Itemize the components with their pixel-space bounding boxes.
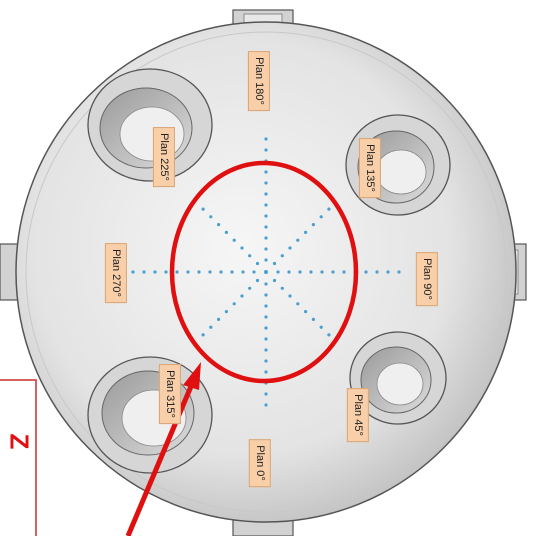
measurement-point: [264, 225, 268, 229]
measurement-point: [264, 304, 268, 308]
measurement-point: [264, 258, 268, 262]
measurement-point: [230, 270, 234, 274]
measurement-point: [327, 333, 331, 337]
measurement-point: [272, 278, 277, 283]
port-45: [349, 331, 447, 425]
measurement-point: [252, 270, 256, 274]
label-plan-315: Plan 315°: [158, 364, 181, 424]
measurement-point: [131, 270, 135, 274]
measurement-point: [240, 246, 244, 250]
measurement-point: [397, 270, 401, 274]
measurement-point: [255, 261, 260, 266]
measurement-point: [304, 230, 308, 234]
measurement-point: [342, 270, 346, 274]
measurement-point: [311, 223, 315, 227]
measurement-points: [131, 137, 401, 407]
measurement-point: [217, 317, 221, 321]
measurement-point: [386, 270, 390, 274]
callout-text: Z: [4, 433, 35, 450]
measurement-point: [296, 238, 300, 242]
measurement-point: [288, 294, 292, 298]
measurement-point: [186, 270, 190, 274]
measurement-point: [248, 286, 252, 290]
measurement-point: [331, 270, 335, 274]
center-point: [264, 270, 268, 274]
measurement-point: [311, 317, 315, 321]
measurement-point: [264, 392, 268, 396]
measurement-point: [217, 223, 221, 227]
measurement-point: [287, 270, 291, 274]
measurement-point: [298, 270, 302, 274]
measurement-point: [264, 247, 268, 251]
measurement-point: [209, 215, 213, 219]
measurement-point: [327, 207, 331, 211]
measurement-point: [240, 294, 244, 298]
dome-inner-rim: [25, 31, 507, 513]
measurement-point: [309, 270, 313, 274]
measurement-point: [142, 270, 146, 274]
measurement-point: [153, 270, 157, 274]
label-plan-90: Plan 90°: [415, 252, 438, 306]
callout-arrow: [125, 362, 201, 537]
highlight-ellipse: [169, 160, 359, 384]
measurement-point: [264, 203, 268, 207]
measurement-point: [304, 310, 308, 314]
measurement-point: [264, 181, 268, 185]
measurement-point: [280, 286, 284, 290]
measurement-point: [197, 270, 201, 274]
measurement-point: [288, 246, 292, 250]
measurement-point: [264, 359, 268, 363]
measurement-point: [219, 270, 223, 274]
measurement-point: [264, 148, 268, 152]
label-plan-225: Plan 225°: [152, 127, 175, 187]
label-plan-0: Plan 0°: [248, 439, 271, 487]
label-plan-135: Plan 135°: [358, 138, 381, 198]
measurement-point: [364, 270, 368, 274]
measurement-point: [248, 254, 252, 258]
measurement-point: [264, 137, 268, 141]
label-plan-45: Plan 45°: [346, 388, 369, 442]
measurement-point: [296, 302, 300, 306]
measurement-point: [232, 238, 236, 242]
measurement-point: [201, 333, 205, 337]
measurement-point: [320, 270, 324, 274]
measurement-point: [255, 278, 260, 283]
measurement-point: [264, 192, 268, 196]
measurement-point: [319, 325, 323, 329]
label-plan-180: Plan 180°: [247, 51, 270, 111]
measurement-point: [175, 270, 179, 274]
measurement-point: [272, 261, 277, 266]
measurement-point: [264, 282, 268, 286]
measurement-point: [201, 207, 205, 211]
measurement-point: [264, 326, 268, 330]
measurement-point: [264, 403, 268, 407]
port-225: [87, 68, 213, 182]
measurement-point: [241, 270, 245, 274]
measurement-point: [276, 270, 280, 274]
measurement-point: [375, 270, 379, 274]
measurement-point: [264, 370, 268, 374]
measurement-point: [164, 270, 168, 274]
label-plan-270: Plan 270°: [104, 243, 127, 303]
measurement-point: [264, 236, 268, 240]
measurement-point: [264, 348, 268, 352]
measurement-point: [209, 325, 213, 329]
measurement-point: [280, 254, 284, 258]
callout-box: [0, 379, 37, 541]
measurement-point: [224, 230, 228, 234]
measurement-point: [224, 310, 228, 314]
measurement-point: [319, 215, 323, 219]
measurement-point: [264, 293, 268, 297]
measurement-point: [264, 315, 268, 319]
measurement-point: [264, 170, 268, 174]
measurement-point: [208, 270, 212, 274]
measurement-point: [264, 214, 268, 218]
measurement-point: [264, 337, 268, 341]
measurement-point: [232, 302, 236, 306]
